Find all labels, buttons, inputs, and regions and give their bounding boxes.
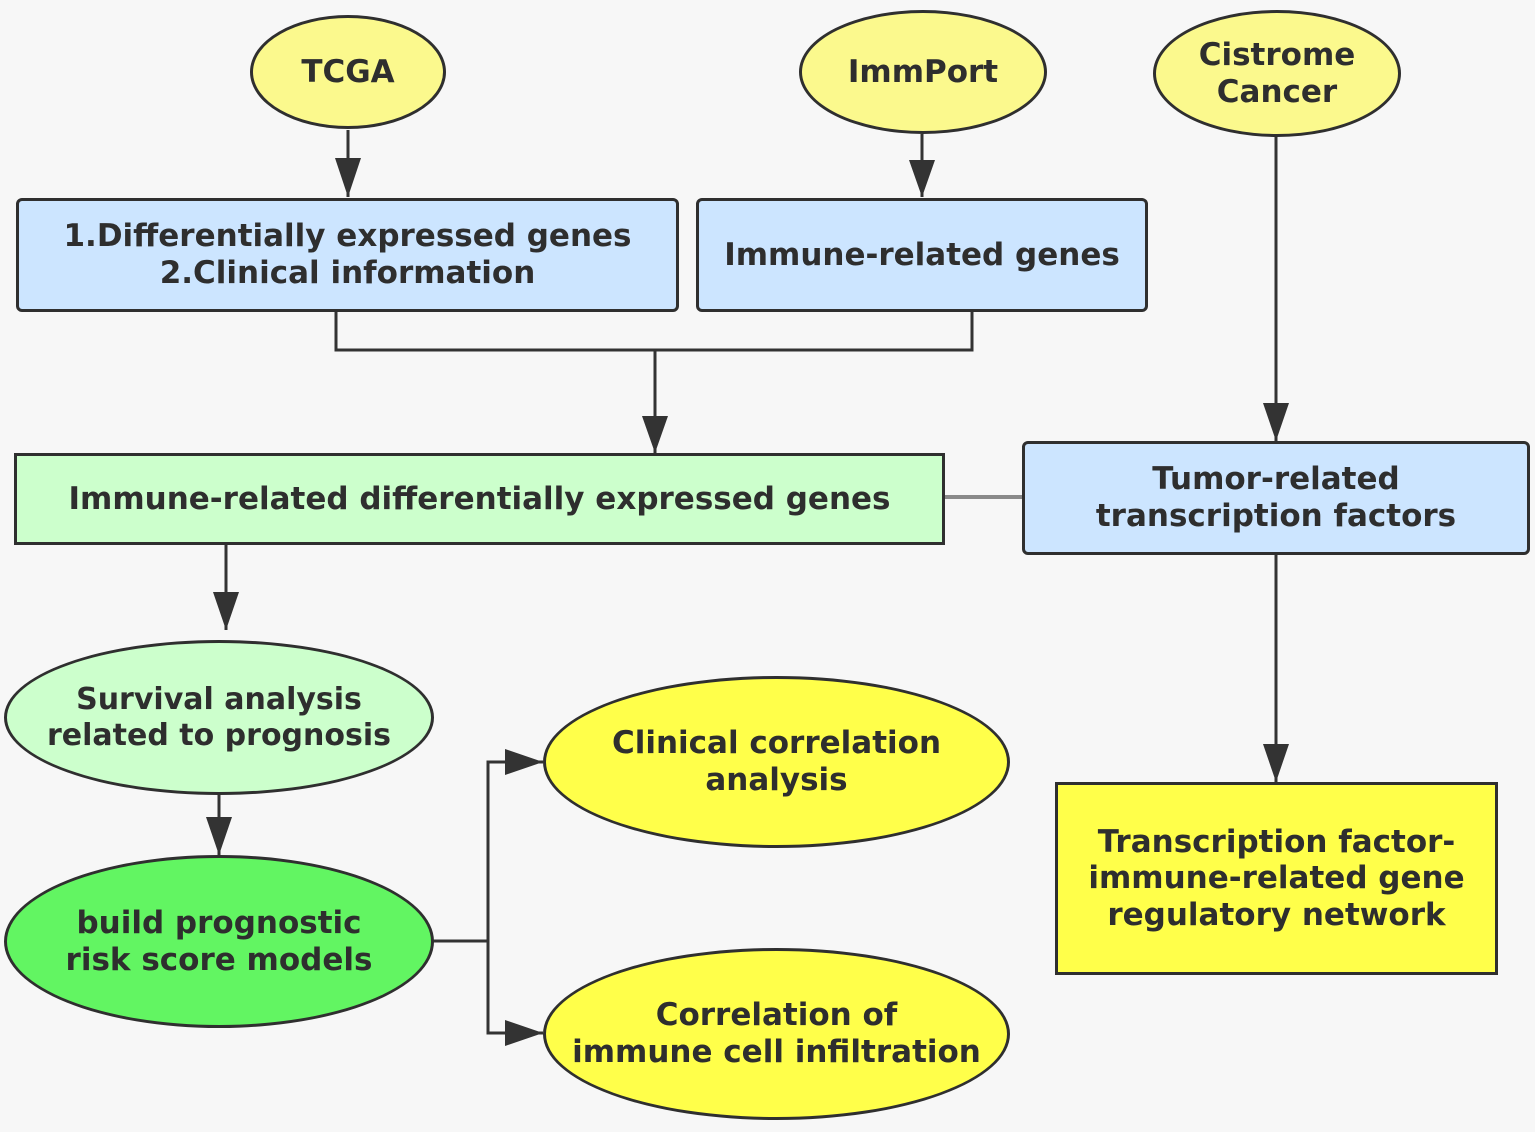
immune-degs-box: Immune-related differentially expressed … bbox=[14, 453, 945, 545]
arrowhead bbox=[909, 160, 935, 197]
branch-connector-lower bbox=[486, 941, 543, 1035]
tcga-label: TCGA bbox=[301, 53, 395, 90]
clinical-correlation-label: Clinical correlation analysis bbox=[611, 725, 942, 798]
tumor-tf-label: Tumor-related transcription factors bbox=[1095, 461, 1457, 534]
tumor-tf-box: Tumor-related transcription factors bbox=[1022, 441, 1530, 555]
arrowhead bbox=[206, 817, 232, 855]
immport-label: ImmPort bbox=[847, 53, 999, 90]
branch-connector bbox=[433, 760, 543, 943]
immune-infiltration-node: Correlation of immune cell infiltration bbox=[543, 948, 1010, 1120]
arrowhead bbox=[505, 749, 543, 775]
immune-related-genes-label: Immune-related genes bbox=[724, 236, 1120, 273]
arrowhead bbox=[642, 416, 668, 453]
arrowhead bbox=[335, 158, 361, 197]
cistrome-cancer-node: Cistrome Cancer bbox=[1153, 10, 1401, 137]
risk-score-model-node: build prognostic risk score models bbox=[4, 855, 434, 1028]
risk-score-model-label: build prognostic risk score models bbox=[65, 904, 373, 978]
immport-node: ImmPort bbox=[799, 10, 1047, 134]
arrowhead bbox=[213, 592, 239, 630]
degs-clinical-box: 1.Differentially expressed genes 2.Clini… bbox=[16, 198, 679, 312]
immune-degs-label: Immune-related differentially expressed … bbox=[68, 480, 891, 517]
tf-network-label: Transcription factor- immune-related gen… bbox=[1088, 823, 1465, 933]
tcga-node: TCGA bbox=[250, 15, 446, 129]
survival-analysis-label: Survival analysis related to prognosis bbox=[47, 682, 391, 753]
immune-related-genes-box: Immune-related genes bbox=[696, 198, 1148, 312]
arrowhead bbox=[1263, 744, 1289, 782]
immune-infiltration-label: Correlation of immune cell infiltration bbox=[572, 997, 981, 1070]
clinical-correlation-node: Clinical correlation analysis bbox=[543, 676, 1010, 848]
degs-clinical-label: 1.Differentially expressed genes 2.Clini… bbox=[63, 218, 632, 291]
tf-network-box: Transcription factor- immune-related gen… bbox=[1055, 782, 1498, 975]
cistrome-cancer-label: Cistrome Cancer bbox=[1198, 36, 1356, 110]
survival-analysis-node: Survival analysis related to prognosis bbox=[4, 640, 434, 795]
merge-connector bbox=[334, 311, 974, 352]
arrowhead bbox=[1263, 403, 1289, 441]
arrowhead bbox=[505, 1020, 543, 1046]
